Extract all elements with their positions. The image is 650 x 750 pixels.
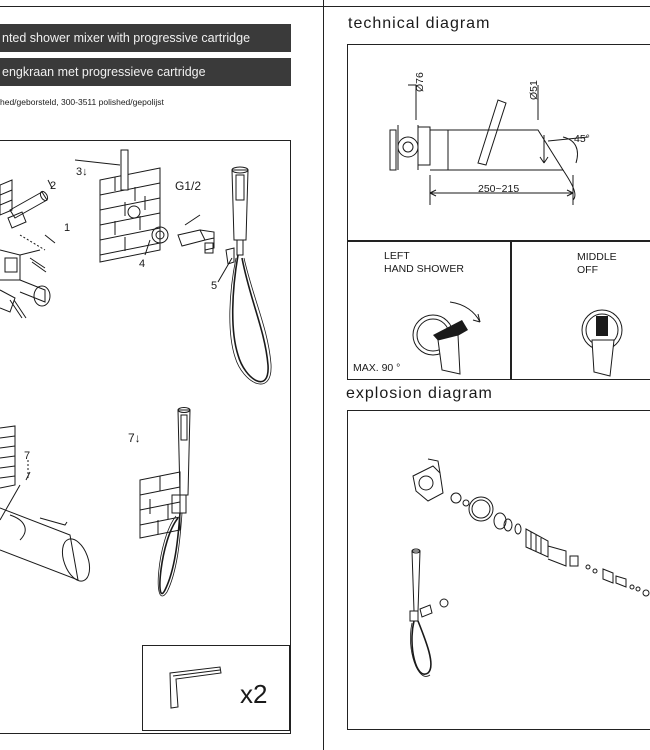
- quantity-label: x2: [240, 679, 268, 709]
- top-rule-right: [323, 6, 650, 7]
- position-middle-box: [510, 240, 650, 380]
- accessory-inset: [142, 645, 290, 731]
- explosion-frame: [347, 410, 650, 730]
- step-label-7: 7: [24, 450, 31, 462]
- top-rule-left: [0, 6, 323, 7]
- max-angle-label: MAX. 90 °: [353, 362, 401, 374]
- technical-drawing-box: [347, 44, 650, 242]
- thread-label: G1/2: [175, 179, 202, 193]
- step-label-4: 4: [139, 258, 146, 270]
- angle-45: 45°: [574, 133, 590, 145]
- title-english: nted shower mixer with progressive cartr…: [2, 31, 251, 45]
- title-banner-english: nted shower mixer with progressive cartr…: [0, 24, 291, 52]
- technical-diagram-heading: technical diagram: [348, 15, 491, 32]
- hex-key-icon: [169, 666, 222, 709]
- position-left-label: LEFT: [384, 250, 410, 262]
- length-dimension: 250~215: [478, 183, 520, 195]
- explosion-diagram-heading: explosion diagram: [346, 385, 493, 402]
- finish-options: hed/geborsteld, 300-3511 polished/gepoli…: [0, 97, 164, 107]
- dimension-51: Ø51: [528, 80, 540, 100]
- step-label-5: 5: [211, 280, 218, 292]
- installation-illustration-lower: [0, 407, 191, 597]
- handle-left-position: [412, 301, 481, 375]
- explosion-illustration: [409, 458, 650, 677]
- step-label-3: 3↓: [76, 166, 88, 178]
- installation-frame: [0, 140, 291, 734]
- position-hand-shower-label: HAND SHOWER: [384, 263, 464, 275]
- step-label-7-arrow: 7↓: [128, 431, 141, 445]
- title-dutch: engkraan met progressieve cartridge: [2, 65, 206, 79]
- dimension-76: Ø76: [414, 72, 426, 92]
- handle-middle-position: [581, 309, 623, 377]
- title-banner-dutch: engkraan met progressieve cartridge: [0, 58, 291, 86]
- installation-illustration-upper: [0, 149, 272, 385]
- technical-dimension-drawing: [389, 84, 589, 205]
- position-left-box: [347, 240, 512, 380]
- position-off-label: OFF: [577, 264, 598, 276]
- step-label-1: 1: [64, 222, 71, 234]
- step-label-2: 2: [50, 180, 57, 192]
- page-divider: [323, 0, 324, 750]
- position-middle-label: MIDDLE: [577, 251, 617, 263]
